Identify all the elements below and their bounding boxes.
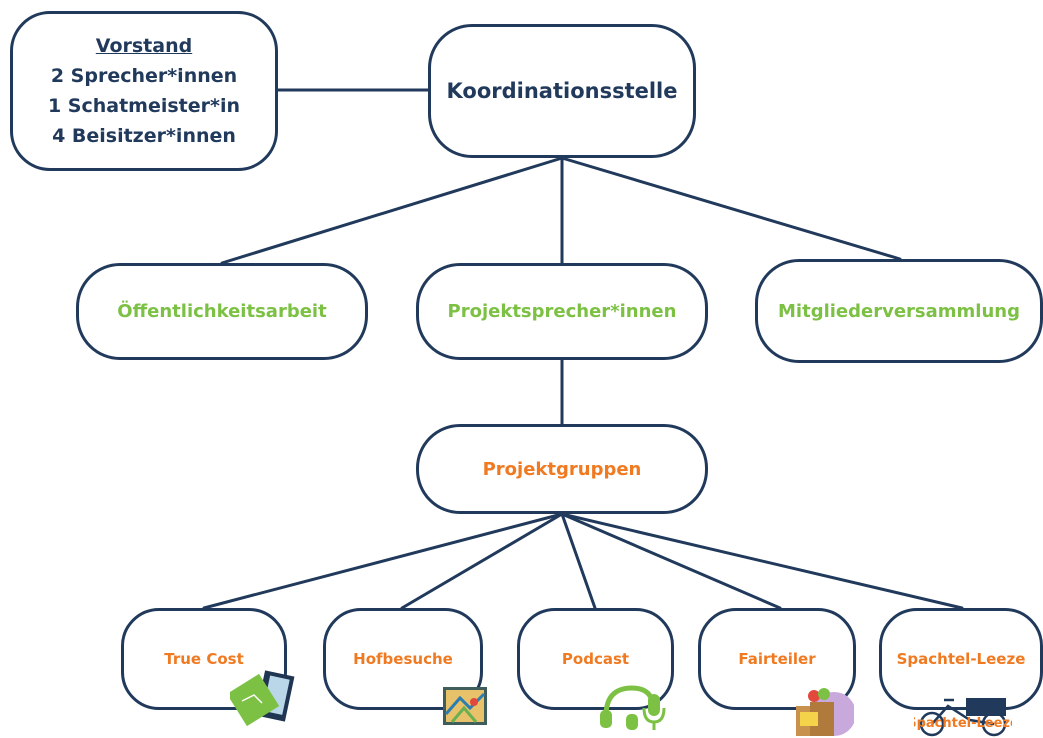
project-speakers-label: Projektsprecher*innen	[447, 301, 677, 322]
grocery-bag-icon	[796, 688, 854, 736]
board-heading: Vorstand	[95, 35, 193, 57]
headphones-microphone-icon	[600, 685, 666, 730]
project-spachtel-leeze-box: Spachtel-Leeze	[879, 608, 1043, 710]
book-icon	[230, 670, 295, 727]
public-relations-label: Öffentlichkeitsarbeit	[117, 301, 327, 322]
coordination-box: Koordinationsstelle	[428, 24, 696, 158]
cargo-bike-logo: Spachtel-Leeze	[914, 698, 1012, 737]
logo-text: Spachtel-Leeze	[914, 716, 1012, 731]
project-hofbesuche-label: Hofbesuche	[353, 650, 453, 668]
general-assembly-box: Mitgliederversammlung	[755, 259, 1043, 363]
map-icon	[443, 687, 487, 725]
public-relations-box: Öffentlichkeitsarbeit	[76, 263, 368, 360]
board-line: 4 Beisitzer*innen	[52, 125, 236, 147]
project-fairteiler-label: Fairteiler	[738, 650, 816, 668]
project-groups-label: Projektgruppen	[482, 458, 642, 480]
project-true-cost-label: True Cost	[164, 650, 244, 668]
project-spachtel-leeze-label: Spachtel-Leeze	[896, 650, 1026, 668]
project-podcast-label: Podcast	[561, 650, 630, 668]
coordination-label: Koordinationsstelle	[446, 79, 678, 103]
board-box: Vorstand 2 Sprecher*innen 1 Schatmeister…	[10, 11, 278, 171]
board-line: 1 Schatmeister*in	[47, 95, 241, 117]
general-assembly-label: Mitgliederversammlung	[778, 300, 1020, 322]
board-line: 2 Sprecher*innen	[50, 65, 238, 87]
project-groups-box: Projektgruppen	[416, 424, 708, 514]
project-speakers-box: Projektsprecher*innen	[416, 263, 708, 360]
